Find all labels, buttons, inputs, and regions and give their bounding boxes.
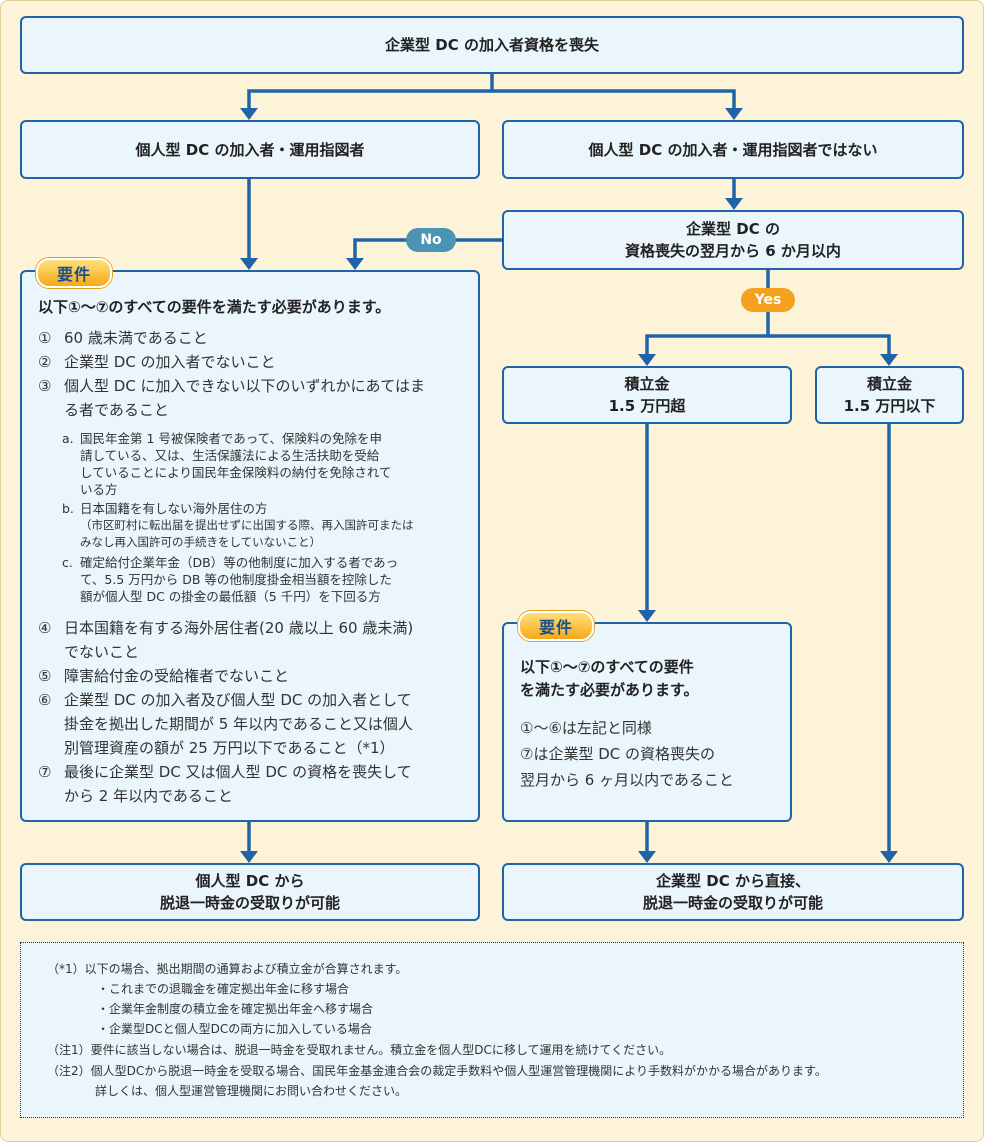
arrow-top-split: [247, 74, 494, 112]
subitem-text: 日本国籍を有しない海外居住の方: [80, 501, 268, 516]
item-text: 60 歳未満であること: [64, 329, 208, 347]
item-text: 企業型 DC の加入者及び個人型 DC の加入者として: [64, 691, 412, 709]
note-line: ・これまでの退職金を確定拠出年金に移す場合: [97, 982, 350, 996]
item-text: 個人型 DC に加入できない以下のいずれかにあてはま: [64, 377, 425, 395]
right-requirement-line: ①〜⑥は左記と同様: [520, 719, 652, 737]
note-line: （*1）以下の場合、拠出期間の通算および積立金が合算されます。: [47, 962, 408, 976]
item-number: ⑤: [38, 667, 52, 685]
note-line: 詳しくは、個人型運営管理機関にお問い合わせください。: [95, 1084, 408, 1098]
subitem-text: いる方: [80, 482, 118, 497]
arrow-yes-split: [645, 270, 770, 358]
result-left-line: 個人型 DC から: [195, 872, 305, 890]
note-line: （注2）個人型DCから脱退一時金を受取る場合、国民年金基金連合会の裁定手数料や個…: [47, 1064, 827, 1078]
requirement-tag-left: 要件: [36, 258, 112, 288]
subitem-text: していることにより国民年金保険料の納付を免除されて: [80, 465, 392, 480]
requirement-tag-label: 要件: [538, 618, 573, 637]
subitem-text: みなし再入国許可の手続きをしていないこと）: [80, 535, 322, 549]
notes-box: （*1）以下の場合、拠出期間の通算および積立金が合算されます。 ・これまでの退職…: [20, 942, 964, 1118]
no-label: No: [420, 232, 442, 248]
right-requirements-heading: を満たす必要があります。: [520, 681, 699, 699]
item-text: でないこと: [64, 643, 140, 661]
result-left-box: 個人型 DC から 脱退一時金の受取りが可能: [20, 863, 480, 921]
right-branch-label: 個人型 DC の加入者・運用指図者ではない: [588, 140, 878, 159]
no-badge: No: [406, 228, 456, 252]
right-requirement-line: 翌月から 6 ヶ月以内であること: [520, 771, 734, 789]
amount-over-box: 積立金 1.5 万円超: [502, 366, 792, 424]
right-branch-box: 個人型 DC の加入者・運用指図者ではない: [502, 120, 964, 179]
item-number: ①: [38, 329, 52, 347]
top-label: 企業型 DC の加入者資格を喪失: [385, 36, 599, 54]
right-requirements-panel: 以下①〜⑦のすべての要件 を満たす必要があります。 ①〜⑥は左記と同様 ⑦は企業…: [502, 622, 792, 822]
subitem-text: て、5.5 万円から DB 等の他制度掛金相当額を控除した: [80, 572, 392, 587]
top-box: 企業型 DC の加入者資格を喪失: [20, 16, 964, 74]
item-text: る者であること: [64, 401, 169, 419]
item-text: 障害給付金の受給権者でないこと: [64, 667, 290, 685]
arrow-yes-split-right: [768, 334, 891, 358]
item-number: ⑦: [38, 763, 52, 781]
item-number: ②: [38, 353, 52, 371]
requirement-tag-right: 要件: [518, 611, 594, 641]
item-number: ⑥: [38, 691, 52, 709]
left-branch-label: 個人型 DC の加入者・運用指図者: [135, 140, 365, 159]
left-requirements-heading: 以下①〜⑦のすべての要件を満たす必要があります。: [38, 298, 391, 316]
yes-badge: Yes: [741, 288, 795, 312]
item-text: 日本国籍を有する海外居住者(20 歳以上 60 歳未満): [64, 619, 414, 637]
subitem-label: a.: [62, 431, 74, 446]
subitem-label: c.: [62, 555, 73, 570]
right-requirement-line: ⑦は企業型 DC の資格喪失の: [520, 745, 716, 763]
amount-under-line: 1.5 万円以下: [843, 397, 936, 415]
left-branch-box: 個人型 DC の加入者・運用指図者: [20, 120, 480, 179]
subitem-text: 額が個人型 DC の掛金の最低額（5 千円）を下回る方: [80, 589, 381, 604]
subitem-text: 確定給付企業年金（DB）等の他制度に加入する者であっ: [80, 555, 399, 570]
note-line: （注1）要件に該当しない場合は、脱退一時金を受取れません。積立金を個人型DCに移…: [47, 1043, 672, 1057]
subitem-text: 請している、又は、生活保護法による生活扶助を受給: [80, 448, 380, 463]
amount-under-line: 積立金: [866, 375, 912, 393]
condition-line: 企業型 DC の: [686, 220, 780, 238]
subitem-text: （市区町村に転出届を提出せずに出国する際、再入国許可または: [80, 518, 414, 532]
yes-label: Yes: [754, 292, 782, 308]
result-right-box: 企業型 DC から直接、 脱退一時金の受取りが可能: [502, 863, 964, 921]
note-line: ・企業年金制度の積立金を確定拠出年金へ移す場合: [97, 1002, 374, 1016]
arrow-top-split-right: [492, 89, 736, 112]
item-text: から 2 年以内であること: [64, 787, 233, 805]
condition-box: 企業型 DC の 資格喪失の翌月から 6 か月以内: [502, 210, 964, 270]
result-left-line: 脱退一時金の受取りが可能: [159, 894, 340, 912]
right-requirements-heading: 以下①〜⑦のすべての要件: [520, 658, 694, 676]
item-number: ③: [38, 377, 52, 395]
item-text: 企業型 DC の加入者でないこと: [64, 353, 276, 371]
amount-under-box: 積立金 1.5 万円以下: [815, 366, 964, 424]
subitem-label: b.: [62, 501, 74, 516]
item-text: 別管理資産の額が 25 万円以下であること（*1）: [64, 739, 395, 757]
amount-over-line: 1.5 万円超: [608, 397, 686, 415]
item-text: 掛金を拠出した期間が 5 年以内であること又は個人: [64, 715, 413, 733]
requirement-tag-label: 要件: [56, 265, 91, 284]
subitem-text: 国民年金第 1 号被保険者であって、保険料の免除を申: [80, 431, 383, 446]
result-right-line: 脱退一時金の受取りが可能: [642, 894, 823, 912]
item-number: ④: [38, 619, 52, 637]
item-text: 最後に企業型 DC 又は個人型 DC の資格を喪失して: [64, 763, 412, 781]
condition-line: 資格喪失の翌月から 6 か月以内: [625, 242, 841, 260]
result-right-line: 企業型 DC から直接、: [656, 872, 810, 890]
note-line: ・企業型DCと個人型DCの両方に加入している場合: [97, 1022, 372, 1036]
amount-over-line: 積立金: [624, 375, 670, 393]
